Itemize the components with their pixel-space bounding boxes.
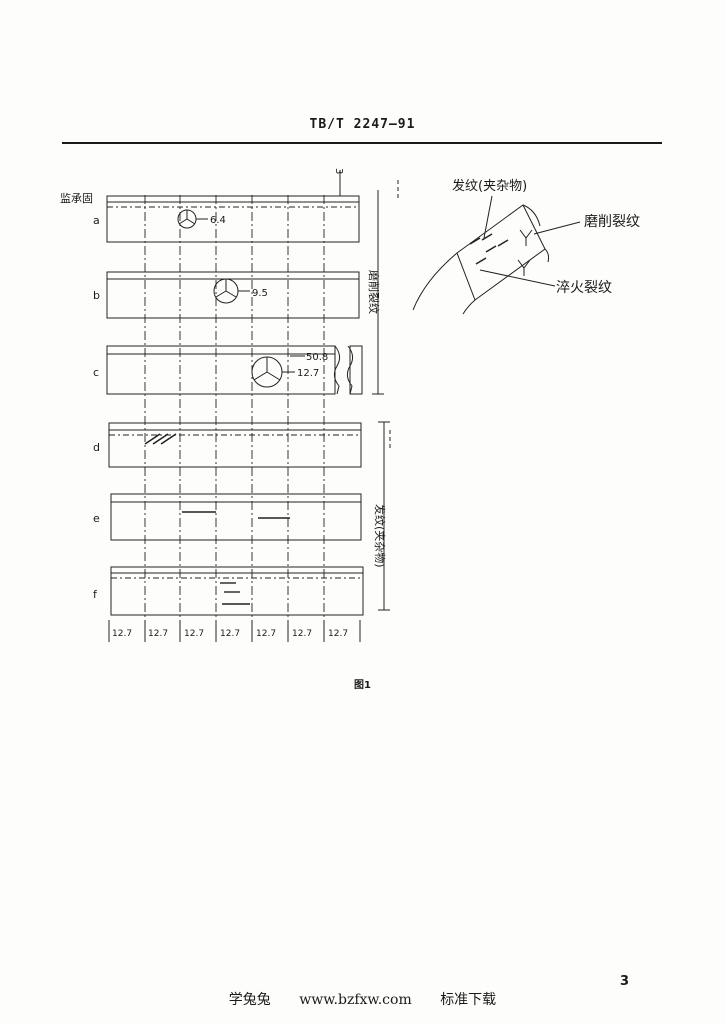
hole-center-mark [215,279,237,298]
wheel-outline [462,299,476,315]
wheel-sketch [412,195,581,315]
row-label-d: d [93,441,100,454]
seam-mark [481,233,493,241]
footer-url: www.bzfxw.com [299,992,412,1008]
grinding-crack-mark [152,433,169,445]
row-label-e: e [93,512,100,525]
hole-center-mark [178,210,196,225]
column-width: 12.7 [112,629,132,639]
dimension-strip [108,620,361,642]
test-block [110,493,362,541]
seam-leader [483,195,493,239]
page-number: 3 [620,974,630,989]
column-width: 12.7 [184,629,204,639]
footer-site-name: 学兔兔 [228,992,271,1008]
wheel-outline [522,204,541,227]
column-width: 12.7 [220,629,240,639]
hole-size-c: 12.7 [297,368,319,379]
grinding-crack-mark [144,433,161,445]
column-width: 12.7 [148,629,168,639]
row-label-b: b [93,289,100,302]
row-c [106,345,363,395]
bracket-seam-label: 发纹(夹杂物) [373,504,387,568]
row-a [106,195,360,243]
bracket-grinding-label: 磨削裂纹 [367,270,381,314]
standard-number: TB/T 2247—91 [309,117,416,132]
hole-size-b: 9.5 [252,288,268,299]
seam-mark [485,245,497,253]
row-f [110,566,364,616]
row-label-a: a [93,214,100,227]
column-width: 12.7 [292,629,312,639]
hole-center-mark [253,357,281,381]
row-e [110,493,362,541]
bracket-grinding [372,180,399,395]
hole-size-a: 6.4 [210,215,226,226]
wheel-outline [544,248,550,263]
grinding-leader [533,221,581,235]
test-block [106,271,360,319]
quench-crack-y-mark [517,259,531,276]
test-block [110,566,364,616]
test-block [108,422,362,468]
test-block [106,195,360,243]
wheel-seam-label: 发纹(夹杂物) [452,178,527,194]
wheel-grinding-label: 磨削裂纹 [584,214,640,230]
column-width: 12.7 [328,629,348,639]
grinding-crack-y-mark [519,229,533,246]
footer-tagline: 标准下载 [440,992,497,1008]
block-width-c: 50.8 [306,352,328,363]
seam-mark [475,257,487,265]
figure-caption: 图1 [354,680,371,691]
row-b [106,271,360,319]
bracket-seam [378,421,391,611]
wheel-quench-label: 淬火裂纹 [556,280,612,296]
break-line [333,345,341,395]
quench-leader [479,269,556,287]
top-marker-label: 3 [333,168,344,174]
rim-label: 监承固 [60,192,93,205]
wheel-rim-face [456,204,546,301]
wheel-outline [412,252,458,311]
row-label-f: f [93,588,98,601]
block-end [349,345,363,395]
grid-lines [144,195,325,640]
footer-watermark: 学兔兔 www.bzfxw.com 标准下载 [0,989,725,1009]
seam-mark [497,239,509,247]
row-label-c: c [93,366,99,379]
header-rule [62,142,662,144]
column-width: 12.7 [256,629,276,639]
row-d [108,422,362,468]
seam-mark [469,237,481,245]
grinding-crack-mark [160,433,177,445]
